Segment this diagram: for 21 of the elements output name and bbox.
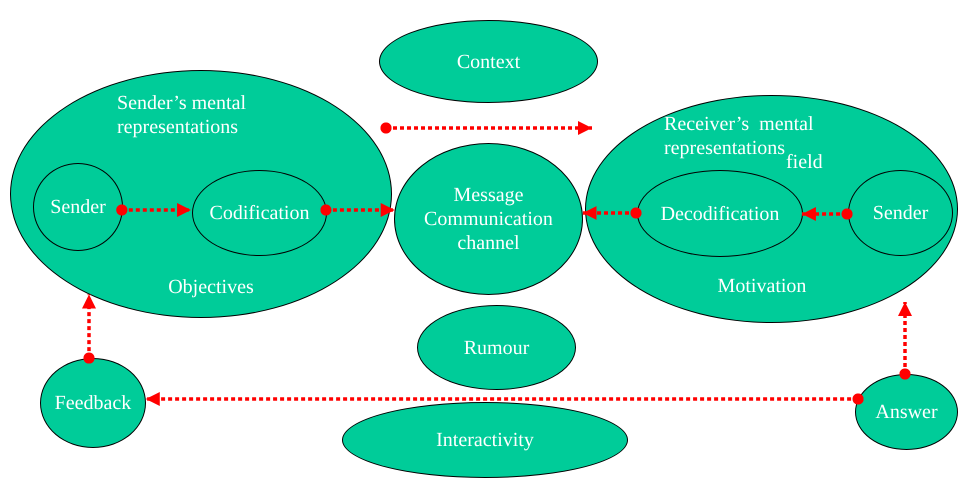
dotted-arrow	[898, 302, 912, 380]
node-label: Feedback	[54, 391, 132, 415]
node-label: Sender	[872, 201, 928, 225]
node-label: Message Communication channel	[423, 183, 554, 255]
node-label: Codification	[210, 201, 310, 225]
node-label: Rumour	[464, 336, 530, 360]
node-label: Decodification	[660, 202, 780, 226]
dotted-arrow	[582, 206, 642, 220]
dotted-arrow	[146, 392, 864, 406]
dotted-arrow	[380, 121, 592, 135]
node-label: Sender’s mental representations	[117, 91, 248, 139]
dotted-arrow	[82, 294, 96, 364]
node-label: Sender	[50, 195, 106, 219]
dotted-arrow	[116, 203, 192, 217]
dotted-arrow	[320, 203, 395, 217]
node-label: Interactivity	[436, 428, 534, 452]
node-label: Answer	[875, 400, 938, 424]
dotted-arrow	[802, 207, 853, 221]
node-label: Context	[456, 50, 520, 74]
node-label: Objectives	[167, 275, 255, 299]
node-label: Motivation	[716, 274, 808, 298]
